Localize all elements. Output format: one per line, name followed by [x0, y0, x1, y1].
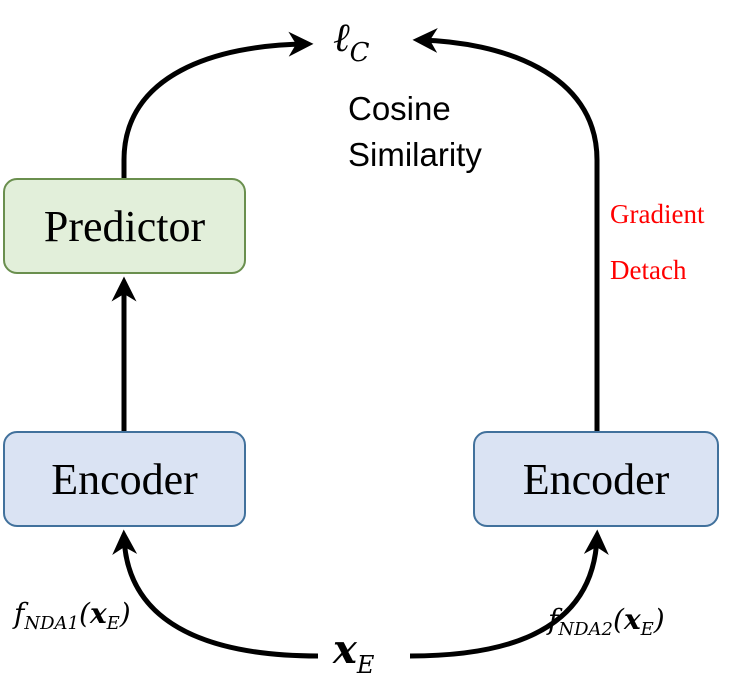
encoder-left-label: Encoder: [51, 454, 198, 504]
loss-symbol-main: ℓ: [333, 15, 350, 61]
aug-left-open: (: [79, 597, 90, 630]
augmentation-right-label: fNDA2(xE): [548, 603, 665, 640]
aug-right-x: xE: [623, 603, 654, 640]
predictor-label: Predictor: [43, 201, 206, 251]
loss-symbol: ℓC: [333, 14, 370, 68]
arrow-input-to-encoder-right: [409, 529, 609, 659]
aug-right-x-main: x: [623, 603, 641, 636]
cosine-similarity-label: Cosine Similarity: [348, 86, 482, 178]
aug-left-f: f: [14, 597, 25, 630]
aug-right-f: f: [548, 603, 559, 636]
input-symbol: xE: [333, 626, 374, 679]
aug-right-sub: NDA2: [558, 619, 614, 640]
gradient-line-1: Gradient: [610, 199, 705, 229]
input-symbol-subscript: E: [356, 651, 375, 679]
aug-left-sub: NDA1: [24, 613, 80, 634]
gradient-detach-label: Gradient Detach: [610, 186, 704, 298]
aug-left-close: ): [119, 597, 131, 630]
arrow-input-to-encoder-left: [112, 529, 319, 659]
input-symbol-main: x: [333, 626, 357, 673]
arrow-encoder-right-to-loss: [412, 27, 600, 431]
aug-right-open: (: [613, 603, 624, 636]
gradient-line-2: Detach: [610, 255, 687, 285]
arrow-predictor-to-loss: [121, 31, 314, 178]
aug-left-x-main: x: [89, 597, 107, 630]
aug-right-close: ): [653, 603, 665, 636]
aug-right-x-sub: E: [640, 619, 654, 640]
aug-left-x: xE: [89, 597, 120, 634]
cosine-line-1: Cosine: [348, 90, 451, 127]
aug-left-x-sub: E: [106, 613, 120, 634]
predictor-box: Predictor: [3, 178, 246, 274]
encoder-left-box: Encoder: [3, 431, 246, 527]
cosine-line-2: Similarity: [348, 136, 482, 173]
loss-symbol-subscript: C: [349, 38, 370, 68]
encoder-right-label: Encoder: [522, 454, 670, 504]
augmentation-left-label: fNDA1(xE): [14, 597, 131, 634]
encoder-right-box: Encoder: [473, 431, 719, 527]
